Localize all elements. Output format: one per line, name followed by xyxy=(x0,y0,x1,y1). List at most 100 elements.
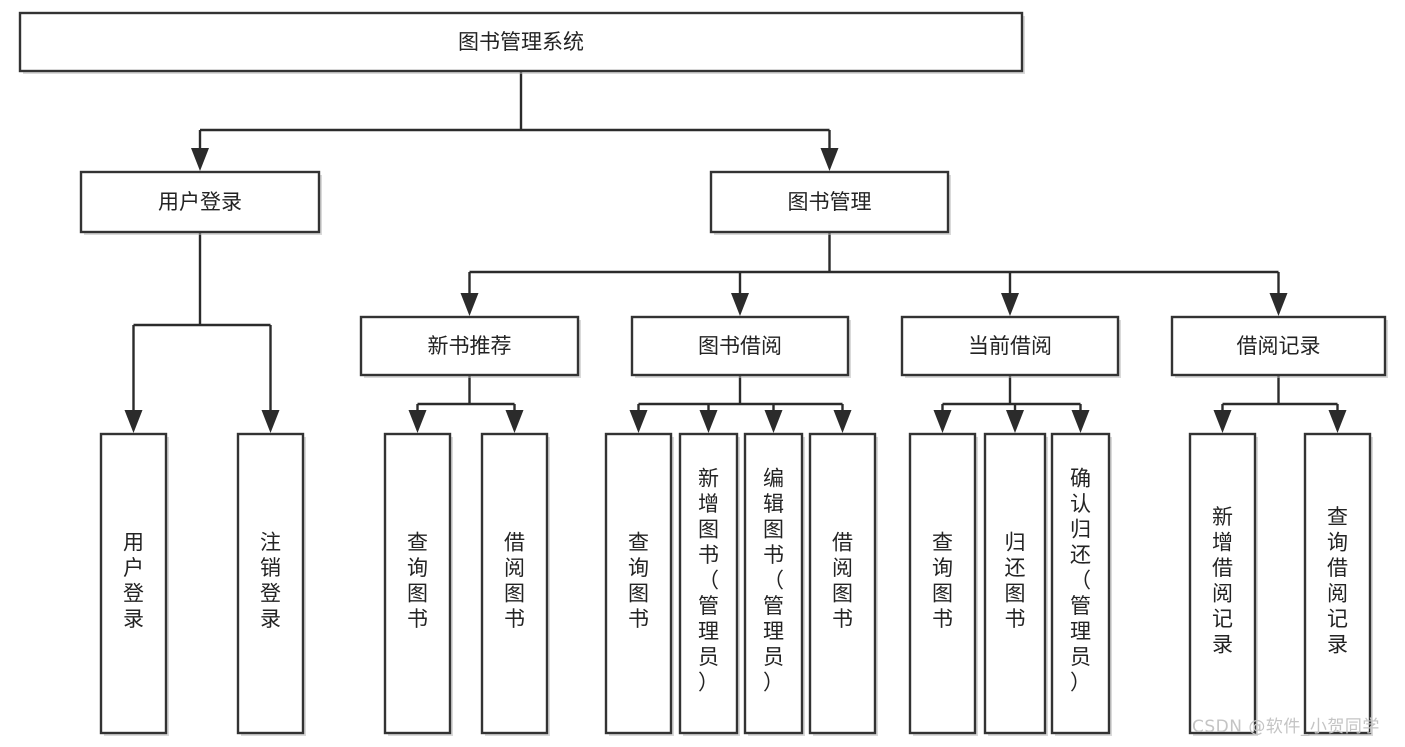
arrow-head-icon xyxy=(124,410,143,433)
node-box xyxy=(983,432,1047,735)
node-layer: 图书管理系统用户登录图书管理新书推荐图书借阅当前借阅借阅记录用户登录用户登录注销… xyxy=(18,11,1388,736)
arrow-head-icon xyxy=(699,410,718,433)
node-leaf-query-book-3[interactable]: 查询图书查询图书 xyxy=(908,432,978,736)
arrow-head-icon xyxy=(933,410,952,433)
node-label-char: 询 xyxy=(1327,530,1348,554)
node-label-char: 书 xyxy=(832,607,853,631)
node-book-borrow[interactable]: 图书借阅 xyxy=(630,315,851,378)
node-root[interactable]: 图书管理系统 xyxy=(18,11,1025,74)
edge-group-book-borrow xyxy=(629,375,852,433)
node-label: 图书借阅 xyxy=(698,334,782,358)
node-leaf-add-record[interactable]: 新增借阅记录新增借阅记录 xyxy=(1188,432,1258,736)
node-box xyxy=(383,432,452,735)
arrow-head-icon xyxy=(460,293,479,316)
node-user-login[interactable]: 用户登录 xyxy=(79,170,322,235)
node-leaf-user-logout[interactable]: 注销登录注销登录 xyxy=(236,432,306,736)
node-label-char: 录 xyxy=(260,607,281,631)
node-label-char: 书 xyxy=(628,607,649,631)
edge-group-new-book-rec xyxy=(408,375,524,433)
node-label-char: （ xyxy=(698,569,719,593)
node-leaf-query-book-2[interactable]: 查询图书查询图书 xyxy=(604,432,674,736)
node-box xyxy=(1188,432,1257,735)
node-label-char: 管 xyxy=(763,594,784,618)
arrow-head-icon xyxy=(1071,410,1090,433)
node-label-char: 阅 xyxy=(504,556,525,580)
node-label-char: 书 xyxy=(407,607,428,631)
node-label: 借阅记录 xyxy=(1237,334,1321,358)
arrow-head-icon xyxy=(764,410,783,433)
node-box xyxy=(630,315,850,377)
node-label-char: 注 xyxy=(260,530,281,554)
node-label-char: 管 xyxy=(1070,594,1091,618)
node-label-char: 图 xyxy=(504,581,525,605)
node-label-char: 归 xyxy=(1005,530,1026,554)
edge-group-user-login xyxy=(124,232,280,433)
node-book-manage[interactable]: 图书管理 xyxy=(709,170,951,235)
node-box xyxy=(18,11,1024,73)
arrow-head-icon xyxy=(1001,293,1019,316)
node-label: 图书管理 xyxy=(788,190,872,214)
node-current-borrow[interactable]: 当前借阅 xyxy=(900,315,1121,378)
node-label-char: 图 xyxy=(832,581,853,605)
node-box xyxy=(908,432,977,735)
node-box xyxy=(709,170,950,234)
edge-group-current-borrow xyxy=(933,375,1090,433)
node-label-char: 员 xyxy=(763,645,784,669)
node-label-char: 借 xyxy=(1212,556,1233,580)
node-box xyxy=(1303,432,1372,735)
node-leaf-query-record[interactable]: 查询借阅记录查询借阅记录 xyxy=(1303,432,1373,736)
node-label-char: 借 xyxy=(1327,556,1348,580)
node-label-char: 新 xyxy=(1212,505,1233,529)
node-box xyxy=(900,315,1120,377)
node-box xyxy=(1050,432,1111,735)
arrow-head-icon xyxy=(1006,410,1024,433)
node-new-book-rec[interactable]: 新书推荐 xyxy=(359,315,581,378)
node-label: 当前借阅 xyxy=(968,334,1052,358)
node-label-char: 用 xyxy=(123,530,144,554)
node-box xyxy=(79,170,321,234)
node-box xyxy=(99,432,168,735)
node-label-char: 图 xyxy=(763,518,784,542)
node-label-char: 还 xyxy=(1070,543,1091,567)
node-label-char: 图 xyxy=(1005,581,1026,605)
node-label-char: 书 xyxy=(1005,607,1026,631)
node-label-char: 销 xyxy=(260,556,281,580)
node-box xyxy=(480,432,549,735)
node-box xyxy=(808,432,877,735)
node-label-char: 记 xyxy=(1327,607,1348,631)
node-label-char: 图 xyxy=(932,581,953,605)
arrow-head-icon xyxy=(261,410,280,433)
arrow-head-icon xyxy=(1328,410,1347,433)
node-label-char: 阅 xyxy=(1327,581,1348,605)
arrow-head-icon xyxy=(731,293,749,316)
node-label-char: 询 xyxy=(932,556,953,580)
node-leaf-query-book-1[interactable]: 查询图书查询图书 xyxy=(383,432,453,736)
arrow-head-icon xyxy=(191,148,209,171)
arrow-head-icon xyxy=(408,410,427,433)
node-label-char: 图 xyxy=(407,581,428,605)
node-label: 新书推荐 xyxy=(428,334,512,358)
node-label-char: 增 xyxy=(1212,530,1233,554)
node-box xyxy=(1170,315,1387,377)
node-label-char: 理 xyxy=(763,620,784,644)
node-leaf-borrow-book-2[interactable]: 借阅图书借阅图书 xyxy=(808,432,878,736)
node-borrow-record[interactable]: 借阅记录 xyxy=(1170,315,1388,378)
node-label-char: 录 xyxy=(1327,632,1348,656)
node-label-char: 编 xyxy=(763,467,784,491)
arrow-head-icon xyxy=(505,410,524,433)
edge-group-root xyxy=(191,71,839,171)
node-leaf-borrow-book-1[interactable]: 借阅图书借阅图书 xyxy=(480,432,550,736)
csdn-watermark: CSDN @软件_小贺同学 xyxy=(1192,717,1380,737)
node-label-char: 借 xyxy=(832,530,853,554)
node-label-char: 书 xyxy=(504,607,525,631)
node-leaf-return-book[interactable]: 归还图书归还图书 xyxy=(983,432,1048,736)
node-label-char: 员 xyxy=(698,645,719,669)
node-leaf-user-login[interactable]: 用户登录用户登录 xyxy=(99,432,169,736)
node-box xyxy=(236,432,305,735)
node-label-char: 阅 xyxy=(1212,581,1233,605)
node-label-char: 理 xyxy=(1070,620,1091,644)
